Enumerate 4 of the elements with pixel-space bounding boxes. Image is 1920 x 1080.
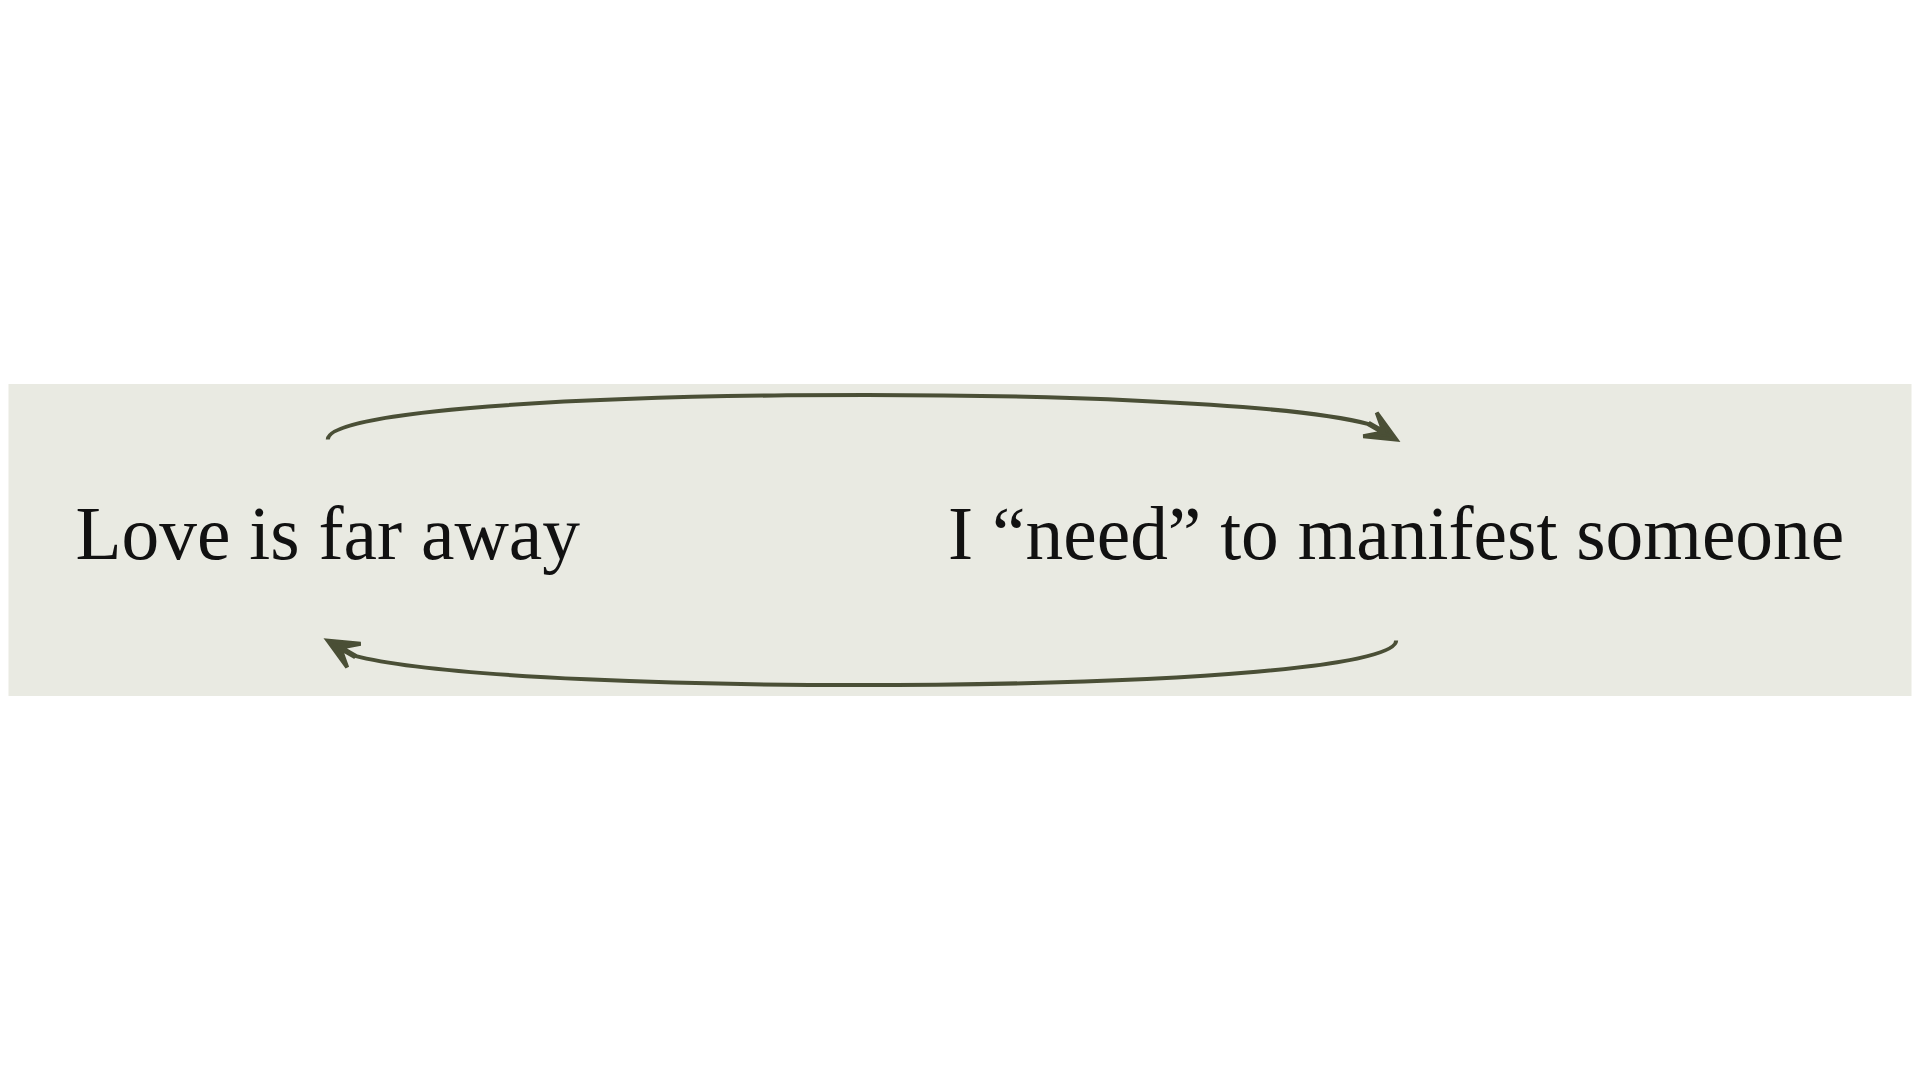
arrow (325, 638, 1398, 687)
arrow (326, 393, 1399, 442)
node-text: I “need” to manifest someone (948, 491, 1845, 575)
node-text: Love is far away (75, 491, 581, 575)
